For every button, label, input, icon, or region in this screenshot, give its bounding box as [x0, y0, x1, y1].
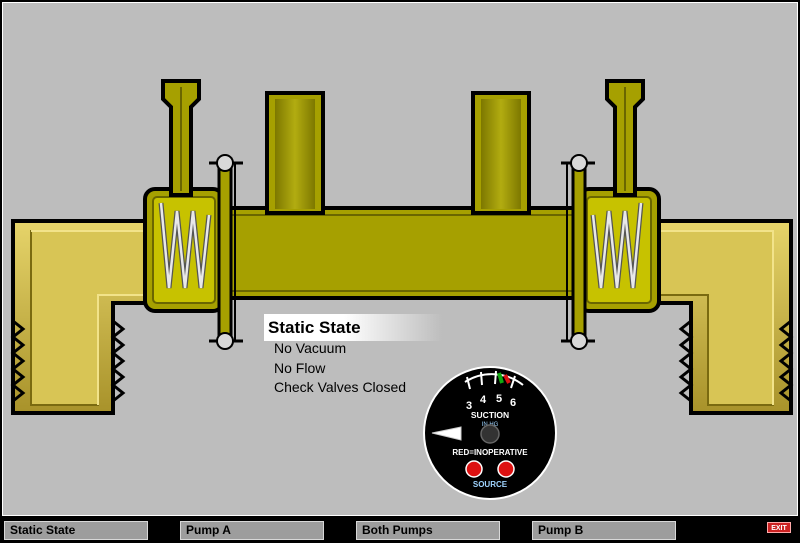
gauge-indicator-label: RED=INOPERATIVE [452, 448, 528, 457]
gauge-scale-4: 4 [480, 394, 487, 406]
gauge-scale-5: 5 [496, 393, 502, 405]
gauge-hub [480, 424, 500, 444]
diagram-canvas: 3 4 5 6 SUCTION IN HG RED=INOPERATIVE SO… [2, 2, 798, 516]
right-valve-housing [577, 187, 661, 313]
state-title: Static State [264, 314, 442, 341]
center-port-right [471, 91, 531, 215]
left-inlet-nipple [161, 79, 201, 197]
right-elbow-fitting [641, 219, 794, 415]
left-flange [209, 154, 243, 350]
nav-static-state-button[interactable]: Static State [4, 521, 148, 540]
gauge-scale-3: 3 [466, 400, 472, 412]
gauge-title: SUCTION [471, 410, 509, 420]
exit-button[interactable]: EXIT [767, 522, 791, 533]
gauge-needle [431, 426, 462, 441]
source-indicator-right [497, 460, 515, 478]
nav-pump-b-button[interactable]: Pump B [532, 521, 676, 540]
manifold-diagram: 3 4 5 6 SUCTION IN HG RED=INOPERATIVE SO… [10, 79, 794, 500]
state-line-1: No Vacuum [274, 340, 347, 356]
bottom-nav-bar: Static State Pump A Both Pumps Pump B EX… [0, 517, 800, 543]
state-line-2: No Flow [274, 360, 326, 376]
nav-pump-a-button[interactable]: Pump A [180, 521, 324, 540]
left-valve-housing [143, 187, 225, 313]
suction-gauge: 3 4 5 6 SUCTION IN HG RED=INOPERATIVE SO… [423, 366, 557, 500]
right-flange [561, 154, 595, 350]
center-port-left [265, 91, 325, 215]
gauge-scale-6: 6 [510, 397, 516, 409]
state-line-3: Check Valves Closed [274, 379, 407, 395]
nav-both-pumps-button[interactable]: Both Pumps [356, 521, 500, 540]
left-elbow-fitting [10, 219, 165, 415]
right-inlet-nipple [605, 79, 645, 197]
main-manifold-tube [219, 206, 585, 300]
gauge-source-label: SOURCE [473, 480, 508, 489]
source-indicator-left [465, 460, 483, 478]
